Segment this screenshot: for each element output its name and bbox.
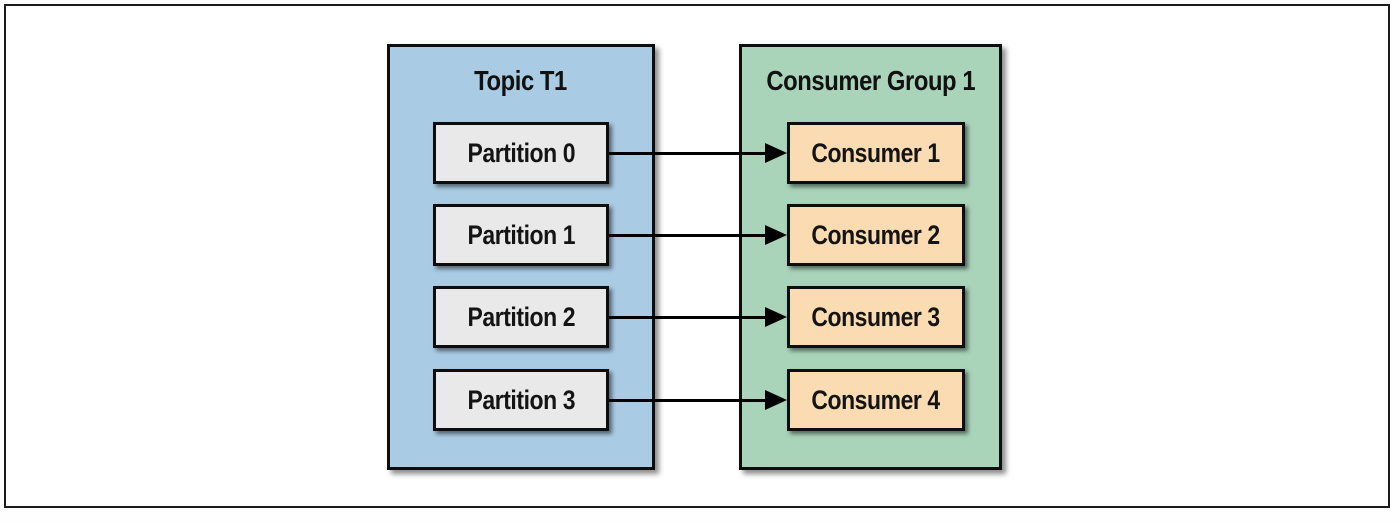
consumer-label: Consumer 4	[811, 384, 941, 415]
consumer-label: Consumer 3	[811, 301, 941, 332]
consumer-group-title-text: Consumer Group 1	[766, 65, 975, 96]
arrowhead-icon	[765, 390, 787, 410]
consumer-box-3: Consumer 3	[787, 286, 965, 348]
partition-box-3: Partition 3	[433, 369, 609, 431]
partition-box-1: Partition 1	[433, 204, 609, 266]
arrow-partition3-to-consumer4	[609, 390, 787, 410]
consumer-box-1: Consumer 1	[787, 122, 965, 184]
arrow-shaft	[609, 398, 767, 402]
consumer-box-2: Consumer 2	[787, 204, 965, 266]
partition-label: Partition 1	[467, 219, 575, 250]
figure-frame: Topic T1 Consumer Group 1 Partition 0 Pa…	[4, 4, 1390, 508]
partition-label: Partition 3	[467, 384, 575, 415]
consumer-label: Consumer 2	[811, 219, 941, 250]
partition-box-0: Partition 0	[433, 122, 609, 184]
arrowhead-icon	[765, 225, 787, 245]
consumer-box-4: Consumer 4	[787, 369, 965, 431]
arrow-partition1-to-consumer2	[609, 225, 787, 245]
arrow-shaft	[609, 315, 767, 319]
topic-title-text: Topic T1	[474, 65, 568, 96]
arrowhead-icon	[765, 143, 787, 163]
partition-box-2: Partition 2	[433, 286, 609, 348]
partition-label: Partition 0	[467, 137, 575, 168]
topic-title: Topic T1	[390, 65, 652, 97]
arrow-shaft	[609, 151, 767, 155]
consumer-label: Consumer 1	[811, 137, 941, 168]
consumer-group-title: Consumer Group 1	[742, 65, 999, 97]
arrowhead-icon	[765, 307, 787, 327]
arrow-partition2-to-consumer3	[609, 307, 787, 327]
arrow-partition0-to-consumer1	[609, 143, 787, 163]
partition-label: Partition 2	[467, 301, 575, 332]
arrow-shaft	[609, 233, 767, 237]
